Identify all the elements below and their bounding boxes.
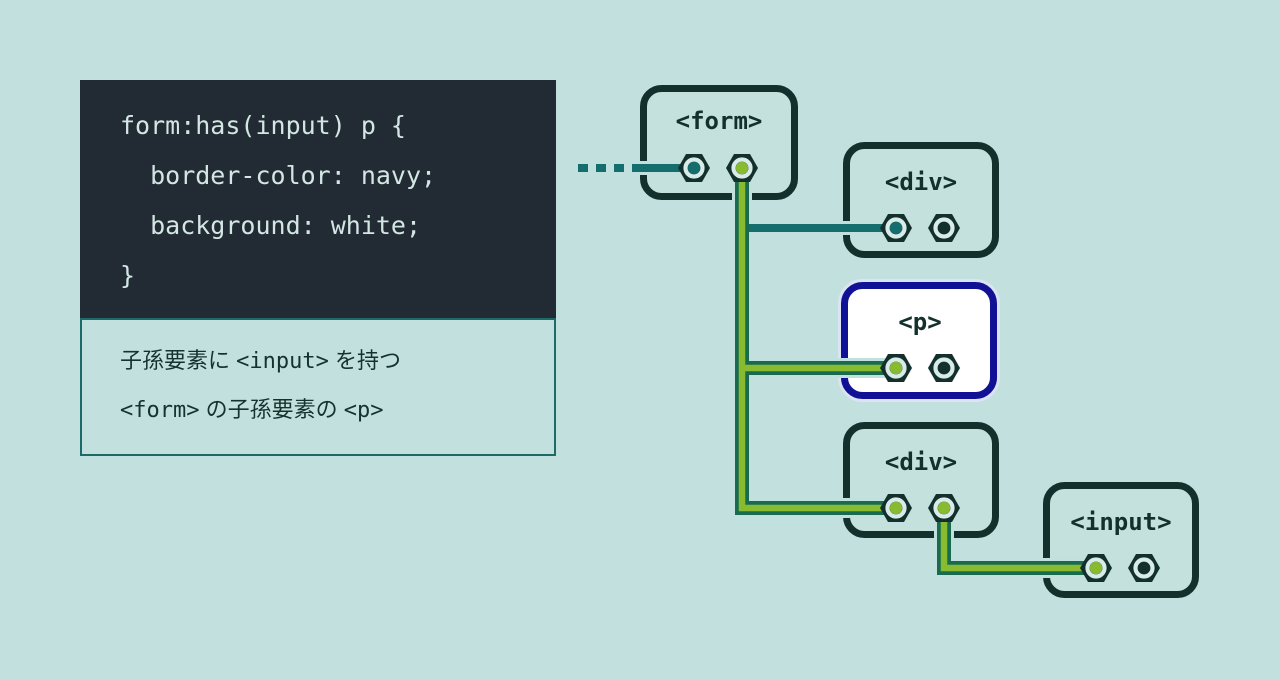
- port-center: [735, 161, 749, 175]
- node-input-label: <input>: [1070, 508, 1171, 536]
- port-center: [937, 221, 951, 235]
- caption-text: の子孫要素の: [199, 397, 344, 422]
- port-center: [889, 361, 903, 375]
- port-center: [937, 501, 951, 515]
- css-snippet-card: form:has(input) p { border-color: navy; …: [80, 80, 556, 456]
- port-center: [687, 161, 701, 175]
- caption-text: を持つ: [328, 348, 401, 373]
- port-ring: [933, 217, 955, 239]
- port-center: [889, 221, 903, 235]
- port-center: [1137, 561, 1151, 575]
- caption-text: 子孫要素に: [120, 348, 237, 373]
- node-div2-box: [843, 422, 999, 538]
- code-line: border-color: navy;: [120, 161, 437, 190]
- node-div1-label: <div>: [885, 168, 957, 196]
- node-input-box: [1043, 482, 1199, 598]
- node-div2-label: <div>: [885, 448, 957, 476]
- port-ring: [885, 497, 907, 519]
- wire-trunk-core: [738, 168, 896, 512]
- css-code-block: form:has(input) p { border-color: navy; …: [80, 80, 556, 318]
- node-p-label: <p>: [898, 308, 941, 336]
- code-line: background: white;: [120, 211, 422, 240]
- port-ring: [885, 217, 907, 239]
- code-line: form:has(input) p {: [120, 111, 406, 140]
- port-ring: [885, 357, 907, 379]
- port-ring: [933, 357, 955, 379]
- port-center: [937, 361, 951, 375]
- node-form-box: [640, 85, 798, 200]
- port-ring: [933, 497, 955, 519]
- caption-line-1: 子孫要素に <input> を持つ: [120, 337, 554, 386]
- code-line: }: [120, 261, 136, 290]
- caption-code-p: <p>: [343, 398, 384, 423]
- caption-code-form: <form>: [120, 398, 200, 423]
- port-ring: [731, 157, 753, 179]
- node-p-box: [841, 282, 997, 399]
- wire-div2-input-core: [940, 508, 1096, 572]
- port-ring: [1133, 557, 1155, 579]
- caption-line-2: <form> の子孫要素の <p>: [120, 386, 554, 435]
- node-div1-box: [843, 142, 999, 258]
- port-ring: [683, 157, 705, 179]
- port-ring: [1085, 557, 1107, 579]
- port-center: [889, 501, 903, 515]
- node-form-label: <form>: [676, 107, 763, 135]
- port-center: [1089, 561, 1103, 575]
- caption-box: 子孫要素に <input> を持つ <form> の子孫要素の <p>: [80, 318, 556, 456]
- caption-code-input: <input>: [236, 349, 329, 374]
